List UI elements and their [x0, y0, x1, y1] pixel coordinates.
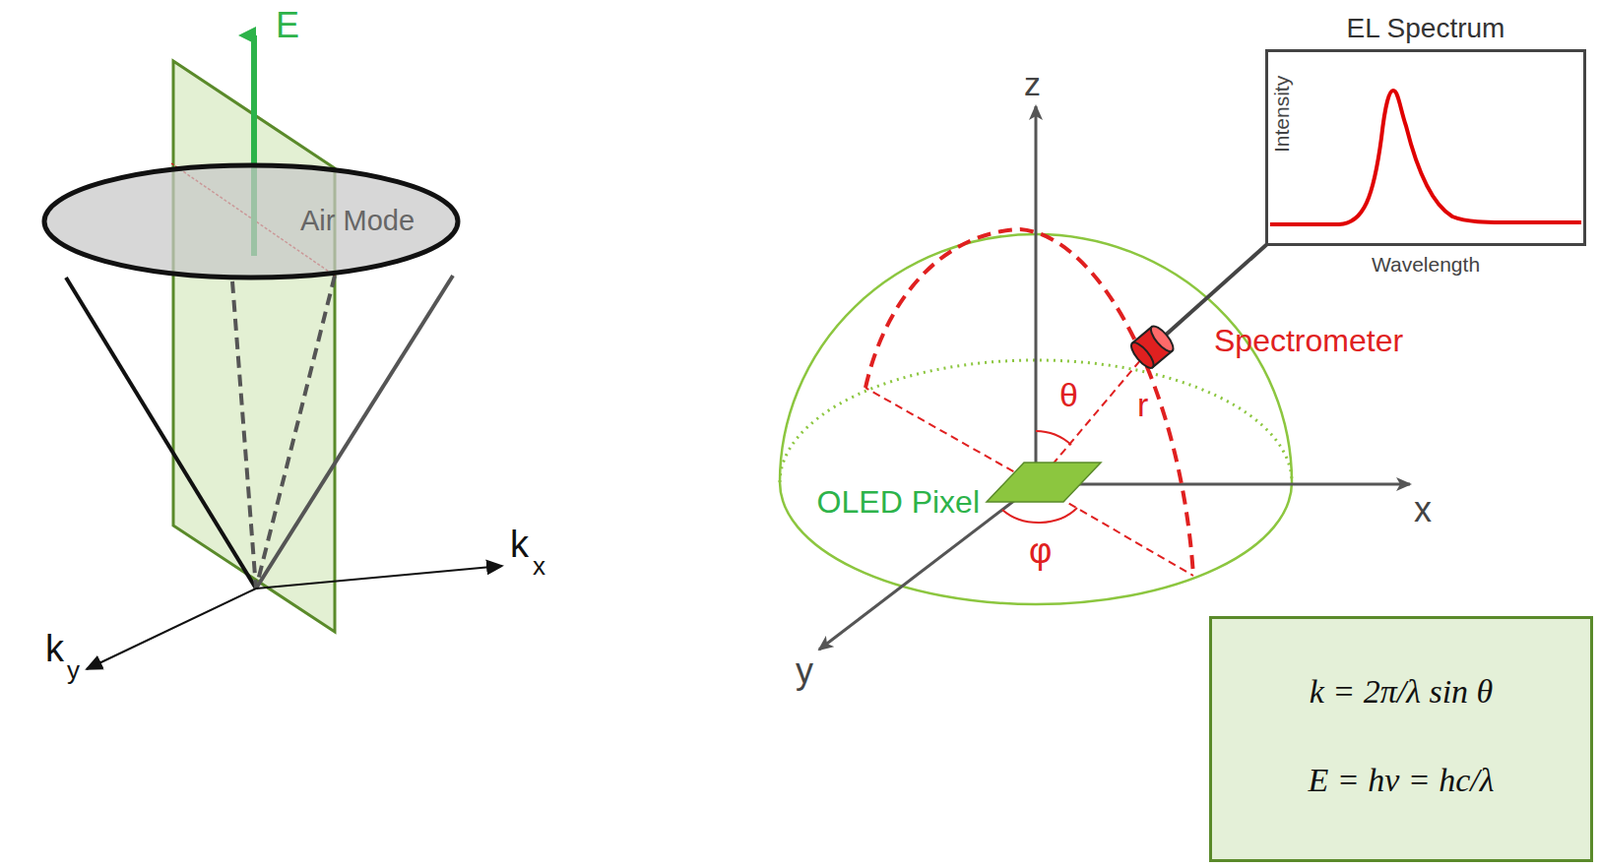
x-axis: [1035, 483, 1410, 487]
z-axis-label: z: [1024, 66, 1041, 101]
goniometer-figure: [779, 90, 1582, 650]
spectrum-plot: EL SpectrumIntensityWavelength: [1265, 49, 1587, 247]
node-text: Intensity: [1270, 75, 1293, 153]
ky-axis: [86, 588, 256, 670]
cone-section: [232, 281, 256, 589]
ky-subscript: y: [66, 657, 80, 684]
azimuth-line: [865, 387, 1036, 485]
kx-label: k: [510, 525, 529, 564]
theta-label: θ: [1059, 378, 1079, 412]
node-text: E = hν = hc/λ: [1307, 762, 1494, 799]
ellipse-shape: [44, 165, 458, 278]
oled-pixel: [986, 462, 1101, 503]
kx-subscript: x: [532, 553, 546, 579]
z-axis: [1034, 106, 1038, 485]
equation-box: k = 2π/λ sin θ E = hν = hc/λ: [1209, 616, 1594, 863]
node-text: EL Spectrum: [1346, 13, 1506, 45]
phi-label: φ: [1028, 533, 1052, 570]
ky-label: k: [45, 630, 64, 668]
node-text: k = 2π/λ sin θ: [1309, 673, 1494, 710]
cone-section: [256, 275, 335, 589]
cone-figure: [65, 35, 503, 670]
spectrometer-label: Spectrometer: [1214, 324, 1404, 357]
spectrometer-symbol: [1127, 322, 1177, 372]
phi-arc: [1002, 508, 1078, 523]
y-axis-label: y: [795, 653, 814, 690]
kx-axis: [256, 566, 503, 589]
cone-edge: [256, 275, 453, 589]
radius-label: r: [1137, 387, 1149, 422]
cone-edge: [65, 277, 256, 589]
spectrum-curve: [1270, 90, 1582, 225]
meridian: [865, 229, 1194, 576]
x-axis-label: x: [1413, 492, 1432, 528]
air-mode-ellipse: Air Mode: [41, 162, 461, 281]
theta-arc: [1035, 431, 1072, 446]
pixel-label: OLED Pixel: [817, 486, 980, 518]
node-text: Wavelength: [1371, 253, 1480, 276]
fiber-cable: [1163, 244, 1268, 337]
energy-label: E: [275, 7, 300, 44]
node-text: Air Mode: [300, 205, 415, 238]
